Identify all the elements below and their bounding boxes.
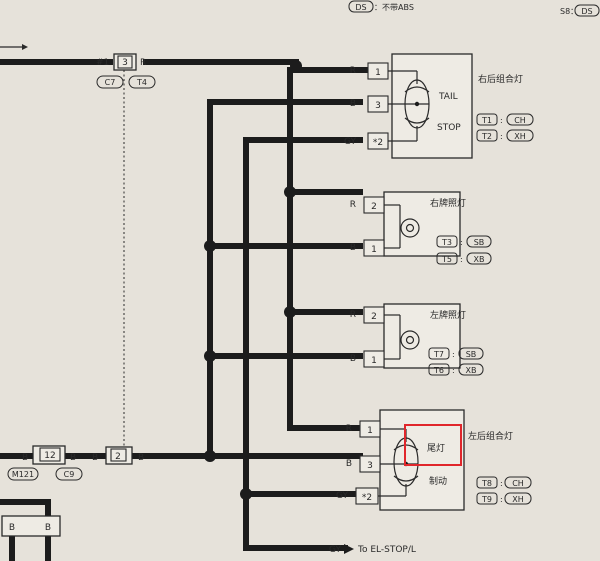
- lamp-title: 左牌照灯: [430, 309, 466, 321]
- connector-code: T9: [481, 495, 492, 504]
- tail-label: 尾灯: [427, 443, 445, 454]
- svg-text::: :: [460, 238, 463, 247]
- lamp-title: 右牌照灯: [430, 197, 466, 209]
- wire-label: B: [70, 453, 76, 463]
- stop-label: STOP: [437, 123, 461, 133]
- connector-tag: XH: [514, 132, 526, 141]
- header: DS ：不带ABS S8： DS: [348, 0, 600, 17]
- pin-number: 3: [375, 101, 381, 111]
- header-right-tag-box: [574, 4, 600, 17]
- wire-label: B: [350, 354, 356, 364]
- connector-tag: SB: [474, 238, 485, 247]
- junction-dot: [204, 240, 216, 252]
- connector-code: C7: [105, 78, 116, 87]
- lamp-rear-combo-left: 左后组合灯 R 1 B 3 GY *2 尾灯 制动 T8 : CH T9 : X…: [336, 409, 532, 511]
- svg-text::: :: [500, 479, 503, 488]
- header-left-tag: DS: [355, 3, 366, 12]
- arrow-right-icon: [344, 544, 354, 554]
- junction-dot: [284, 186, 296, 198]
- connector-bottom-left: B 12 B M121 C9: [7, 445, 83, 481]
- connector-tag: XH: [512, 495, 524, 504]
- connector-number: 12: [44, 451, 55, 461]
- junction-dot: [204, 450, 216, 462]
- lamp-plate-right: 右牌照灯 R 2 B 1 T3 : SB T5 : XB: [350, 191, 492, 265]
- tail-label: TAIL: [438, 92, 458, 102]
- connector-tag: XB: [466, 366, 477, 375]
- connector-code: T1: [481, 116, 492, 125]
- connector-code: T5: [441, 255, 452, 264]
- pin-number: 3: [367, 461, 373, 471]
- wire-label: GY: [344, 137, 357, 147]
- pin-number: 2: [371, 312, 377, 322]
- header-left-text: ：不带ABS: [374, 3, 414, 12]
- wire-label: B: [138, 453, 144, 463]
- output-destination: To EL-STOP/L: [357, 545, 416, 555]
- wire-label: B: [22, 453, 28, 463]
- wire-label: B: [350, 243, 356, 253]
- connector-top-left: #1 3 R C7 T4: [96, 53, 156, 89]
- highlight-box: [404, 424, 462, 466]
- wire-label: B: [9, 523, 15, 533]
- connector-bottom-mid: B 2 B: [92, 446, 144, 465]
- header-right-text: S8：: [560, 7, 578, 16]
- wire-label: B: [45, 523, 51, 533]
- wire-label: R: [346, 424, 352, 434]
- connector-number: 3: [122, 58, 128, 68]
- connector-tag: XB: [474, 255, 485, 264]
- connector-code: T2: [481, 132, 492, 141]
- input-arrow: [0, 44, 28, 50]
- svg-text::: :: [452, 366, 455, 375]
- connector-bottom-edge: B B: [1, 515, 61, 537]
- lamp-rear-combo-right: 右后组合灯 R 1 B 3 GY *2 TAIL STOP T1 : CH T2…: [344, 53, 534, 159]
- connector-tag: SB: [466, 350, 477, 359]
- connector-tag: CH: [514, 116, 526, 125]
- lamp-plate-left: 左牌照灯 R 2 B 1 T7 : SB T6 : XB: [350, 303, 484, 376]
- pin-number: 1: [371, 356, 377, 366]
- header-right-tag: DS: [581, 7, 592, 16]
- pin-number: 2: [371, 202, 377, 212]
- stop-label: 制动: [429, 475, 447, 487]
- wire-label: GY: [329, 545, 342, 555]
- wire-label: GY: [336, 491, 349, 501]
- pin-label: #1: [96, 58, 109, 68]
- wires: [0, 59, 371, 561]
- wire-label: R: [140, 58, 146, 68]
- pin-number: 1: [367, 426, 373, 436]
- connector-code: T8: [481, 479, 492, 488]
- junction-dot: [284, 306, 296, 318]
- connector-tag: CH: [512, 479, 524, 488]
- junction-dot: [204, 350, 216, 362]
- svg-text::: :: [460, 255, 463, 264]
- lamp-title: 右后组合灯: [478, 73, 523, 85]
- pin-number: 1: [371, 245, 377, 255]
- svg-text::: :: [500, 132, 503, 141]
- footer-output: GY To EL-STOP/L: [329, 544, 416, 555]
- wire-label: B: [350, 99, 356, 109]
- pin-number: *2: [362, 493, 372, 503]
- wire-label: R: [350, 200, 356, 210]
- header-left-tag-box: [348, 0, 374, 13]
- wire-label: B: [346, 459, 352, 469]
- connector-code: M121: [12, 470, 34, 479]
- svg-text::: :: [500, 495, 503, 504]
- connector-code: C9: [64, 470, 75, 479]
- connector-code: T3: [441, 238, 452, 247]
- connector-code: T6: [433, 366, 444, 375]
- junction-dot: [290, 60, 302, 72]
- svg-text::: :: [452, 350, 455, 359]
- svg-text::: :: [500, 116, 503, 125]
- connector-code: T4: [136, 78, 147, 87]
- pin-number: 1: [375, 68, 381, 78]
- wire-label: B: [92, 453, 98, 463]
- wire-label: R: [350, 310, 356, 320]
- connector-number: 2: [115, 452, 121, 462]
- wire-label: R: [350, 66, 356, 76]
- lamp-title: 左后组合灯: [468, 430, 513, 442]
- connector-code: T7: [433, 350, 444, 359]
- junction-dots: [204, 60, 302, 500]
- pin-number: *2: [373, 138, 383, 148]
- junction-dot: [240, 488, 252, 500]
